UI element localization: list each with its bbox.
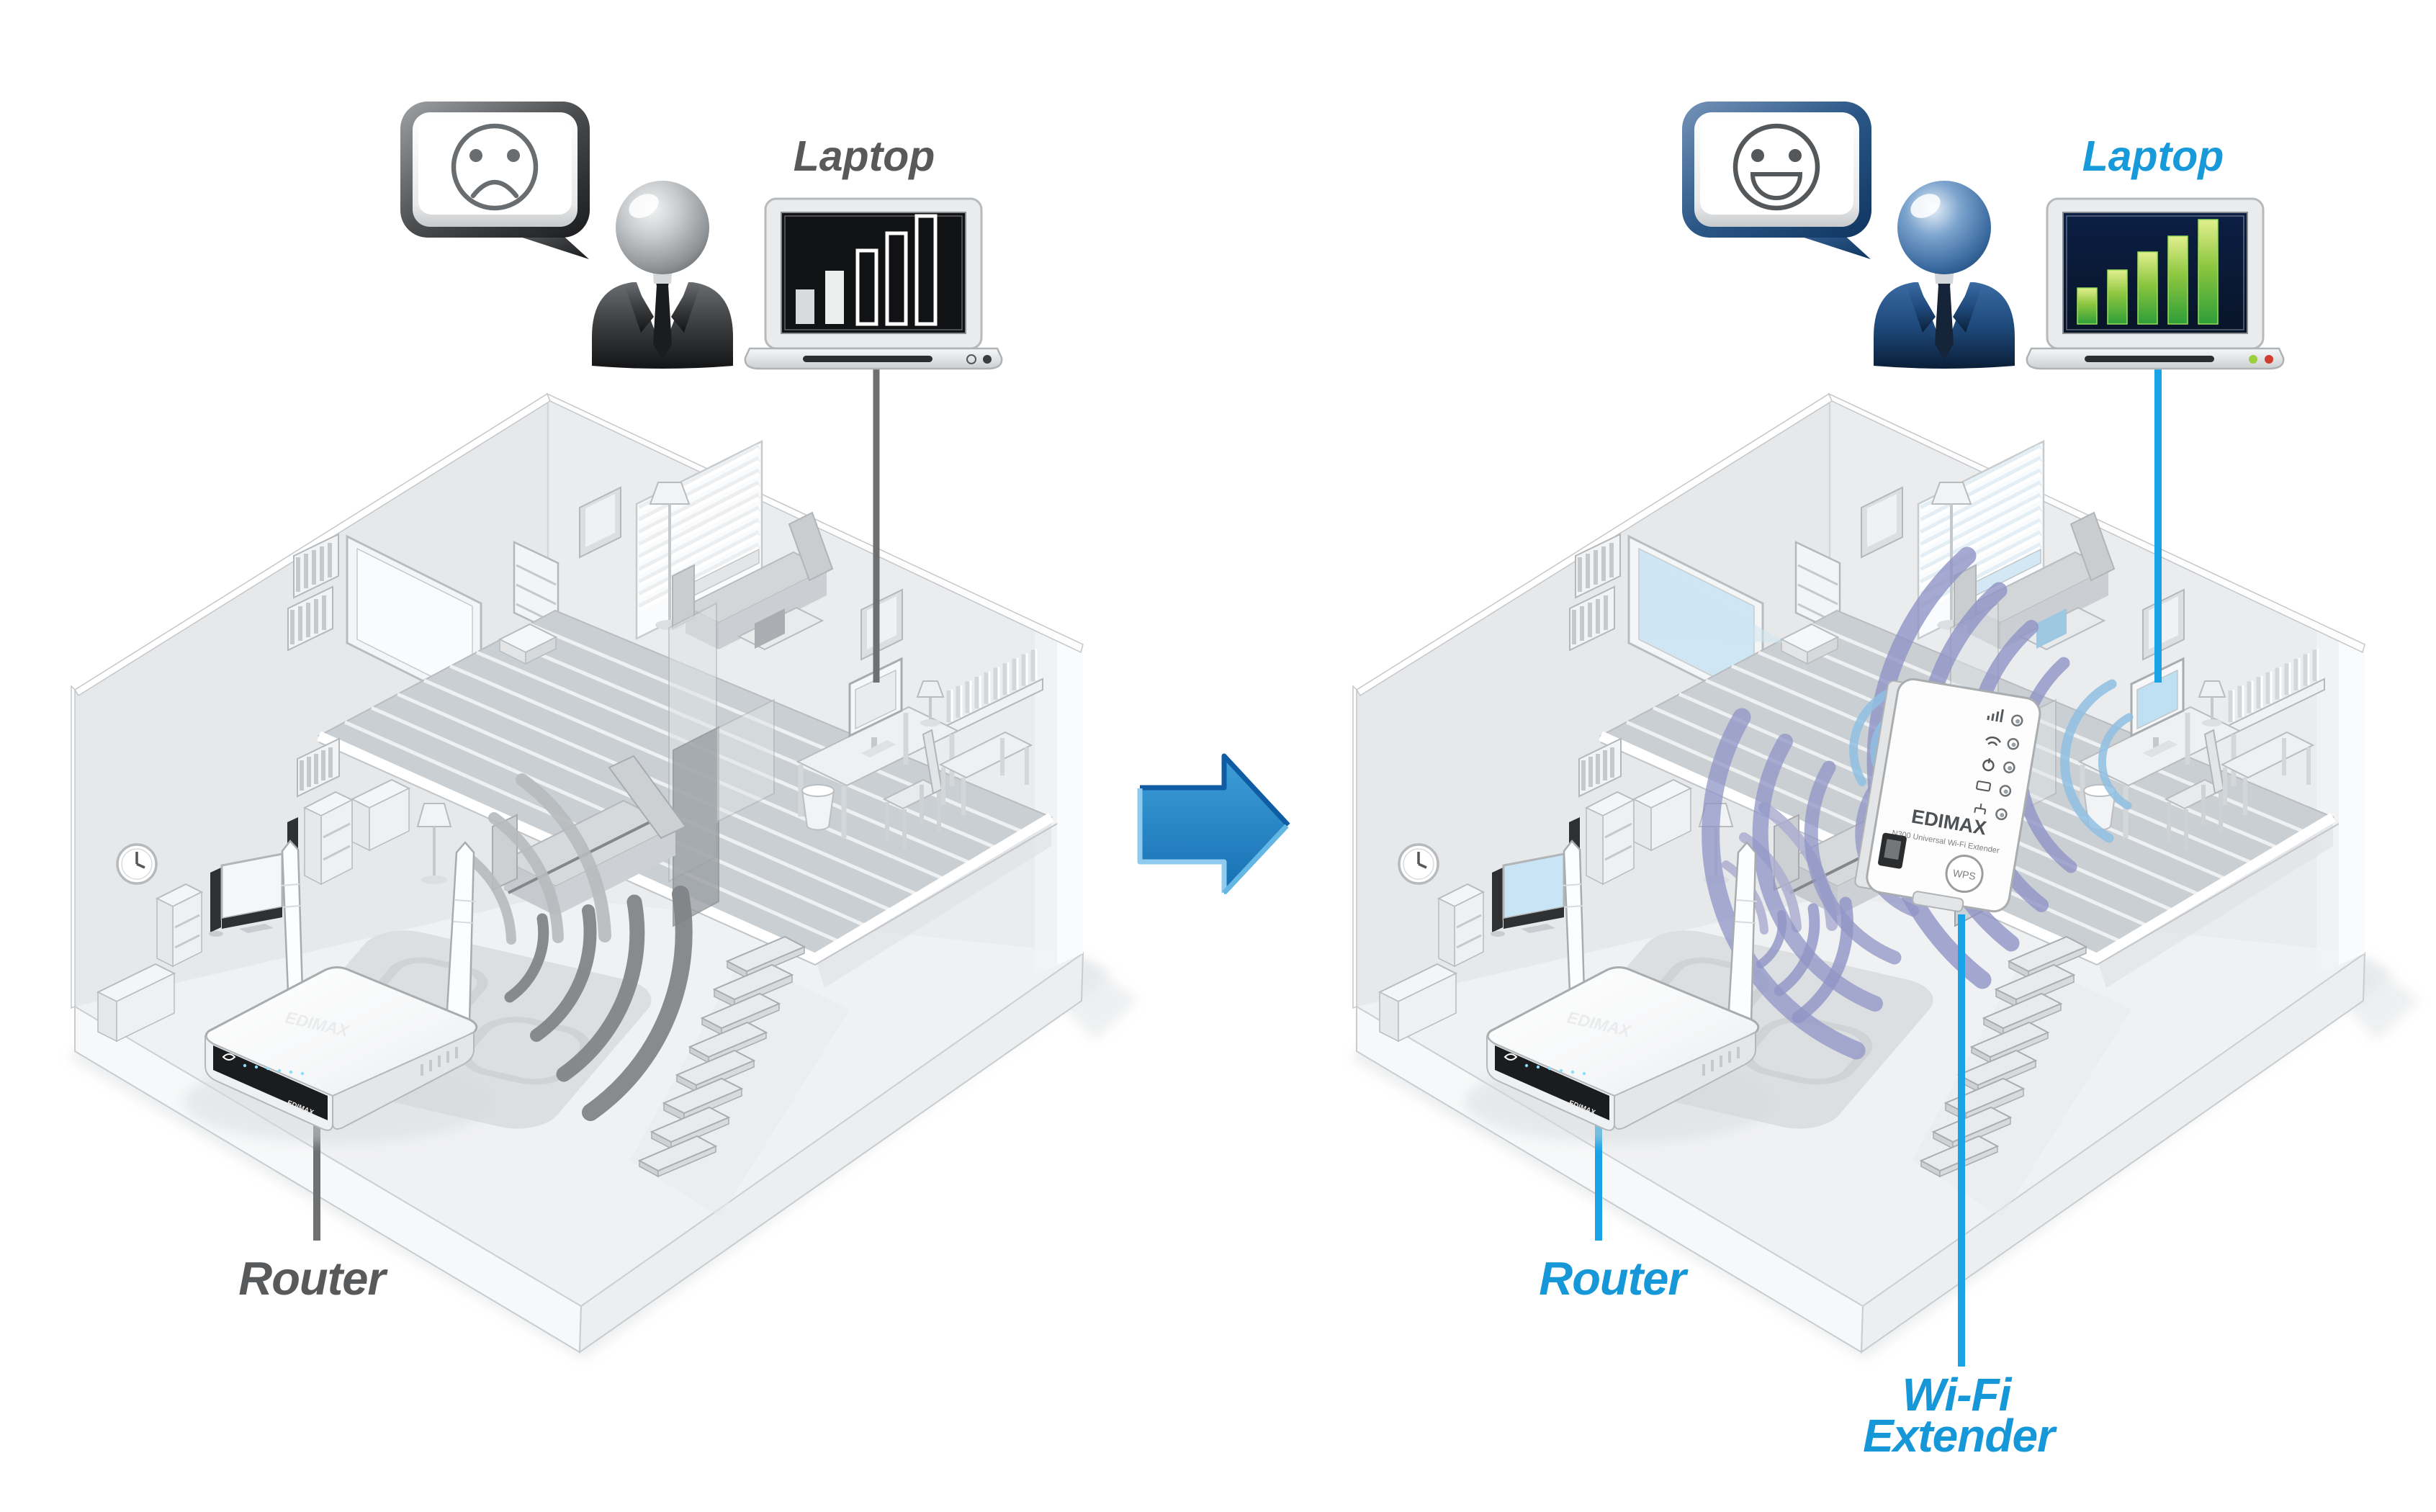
- svg-text:Extender: Extender: [1863, 1410, 2057, 1462]
- svg-text:Router: Router: [238, 1252, 388, 1305]
- svg-text:Wi-Fi: Wi-Fi: [1902, 1369, 2013, 1421]
- svg-text:Laptop: Laptop: [2082, 132, 2224, 180]
- svg-text:WPS: WPS: [1952, 867, 1977, 882]
- svg-text:Laptop: Laptop: [794, 132, 935, 180]
- svg-text:Router: Router: [1539, 1252, 1689, 1305]
